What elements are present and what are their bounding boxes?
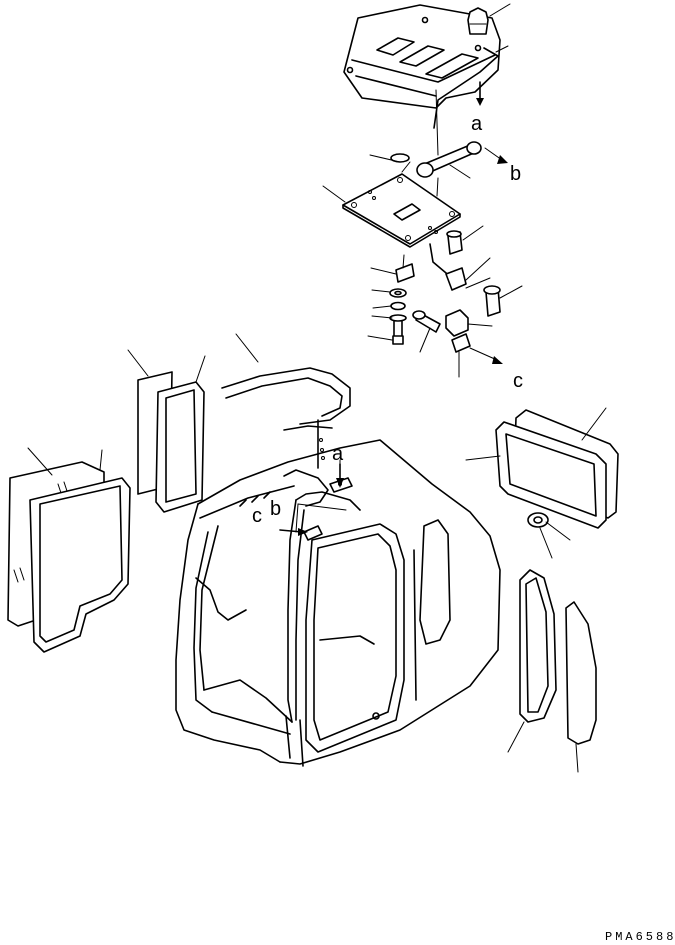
arrow-down bbox=[476, 81, 484, 106]
weatherstrip-door bbox=[29, 477, 131, 653]
stack-parts bbox=[367, 254, 415, 345]
arrow-b-cab bbox=[279, 528, 308, 536]
mounting-plate bbox=[322, 173, 461, 248]
callout-c-right: c bbox=[513, 370, 523, 392]
arrow-c-right bbox=[469, 347, 503, 364]
weatherstrip-rear-left bbox=[155, 355, 206, 513]
roof-cover bbox=[343, 4, 501, 109]
gas-spring bbox=[369, 141, 482, 197]
arrow-a-cab bbox=[336, 463, 344, 488]
roof-weatherstrip bbox=[221, 333, 351, 431]
cab-bracket bbox=[295, 419, 353, 541]
cap-nut bbox=[467, 3, 511, 35]
callout-b-top: b bbox=[510, 163, 521, 185]
clip-right bbox=[527, 512, 571, 559]
glass-right-door bbox=[565, 601, 597, 773]
pin-assembly bbox=[412, 309, 493, 378]
callout-a-top: a bbox=[471, 113, 483, 135]
weatherstrip-right-door bbox=[507, 569, 557, 753]
stay-rod bbox=[433, 45, 509, 156]
callout-b-cab: b bbox=[270, 498, 281, 520]
cab-frame bbox=[175, 439, 501, 767]
latch-parts bbox=[429, 243, 491, 291]
bolt-right-2 bbox=[483, 285, 523, 317]
arrow-b-top bbox=[484, 147, 508, 164]
weatherstrip-roof-right bbox=[465, 421, 607, 529]
bolt-right-1 bbox=[446, 225, 484, 255]
callout-a-cab: a bbox=[332, 443, 344, 465]
callout-c-cab: c bbox=[252, 505, 262, 527]
drawing-code: PMA6588 bbox=[605, 930, 675, 944]
